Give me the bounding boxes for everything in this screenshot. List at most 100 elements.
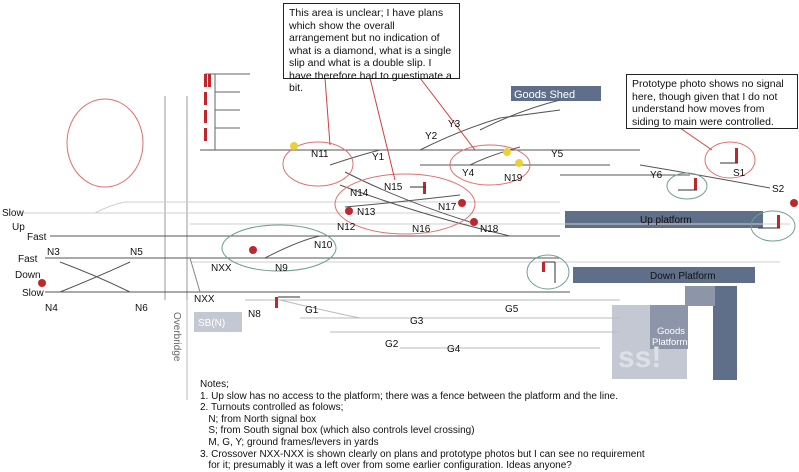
label-n3: N3 [47, 247, 60, 258]
label-n4: N4 [45, 303, 58, 314]
crossover-n3-n4 [59, 261, 131, 293]
goods-platforms-strip [685, 286, 715, 306]
label-g3: G3 [410, 316, 424, 327]
goods-shed [511, 86, 601, 101]
notes-heading: Notes; [200, 379, 229, 390]
label-overbridge: Overbridge [171, 312, 182, 362]
label-down-platform: Down Platform [650, 271, 716, 282]
ground-signal-s2 [790, 199, 798, 207]
notes-line-2: 2. Turnouts controlled as folows; [200, 402, 344, 414]
label-g2: G2 [385, 339, 399, 350]
circle-n11 [282, 141, 354, 187]
ground-signal-n18 [470, 218, 478, 226]
callout-pointers [324, 77, 713, 181]
goods-platforms-tall [713, 286, 737, 380]
yard-goods-shed [479, 99, 561, 131]
watermark: ss! [618, 341, 661, 374]
label-n18: N18 [480, 224, 499, 235]
signals [38, 74, 798, 308]
circle-n9-n10 [221, 224, 337, 272]
label-n19: N19 [504, 173, 523, 184]
down-platform [573, 267, 755, 283]
circle-s1 [704, 141, 756, 179]
label-n6: N6 [135, 303, 148, 314]
label-g4: G4 [447, 344, 461, 355]
label-y2: Y2 [425, 131, 438, 142]
yard-y2-y3 [419, 109, 561, 151]
notes-line-1: 1. Up slow has no access to the platform… [200, 390, 619, 402]
label-n15: N15 [384, 182, 403, 193]
label-slow-down: Slow [22, 288, 44, 299]
label-n12: N12 [337, 222, 356, 233]
label-fast-down: Fast [18, 254, 38, 265]
ground-signal-n17 [458, 199, 466, 207]
label-n13: N13 [357, 207, 376, 218]
label-goods-platforms-2: Platforms [652, 337, 692, 348]
yard-y4 [469, 146, 521, 166]
signal-up-platform-head [758, 215, 780, 229]
label-s2: S2 [772, 184, 785, 195]
ground-signal-n9 [249, 246, 257, 254]
label-nxx-upper: NXX [211, 263, 232, 274]
signal-n15-head [410, 182, 426, 194]
notes-line-4: S; from South signal box (which also con… [200, 425, 475, 437]
label-goods-shed: Goods Shed [514, 89, 575, 101]
circle-down-platform [526, 254, 570, 290]
line-s2 [639, 164, 771, 189]
label-n14: N14 [350, 188, 369, 199]
circle-n13-n17 [334, 173, 476, 235]
main-diagonal-1 [339, 184, 511, 237]
yard-n11 [329, 149, 381, 166]
label-y6: Y6 [650, 170, 663, 181]
signal-stack-left [204, 74, 211, 141]
label-fast-up: Fast [27, 232, 47, 243]
notes: Notes; 1. Up slow has no access to the p… [200, 379, 760, 472]
circle-headshunt [66, 98, 144, 188]
ground-signal-yellow-n11 [290, 142, 298, 150]
turnout-n9-n10 [264, 235, 321, 259]
label-up: Up [12, 222, 25, 233]
crossover-n5-n6 [59, 261, 131, 293]
label-n5: N5 [130, 247, 143, 258]
label-nxx-lower: NXX [194, 294, 215, 305]
label-g1: G1 [305, 305, 319, 316]
goods-platforms-block [650, 305, 688, 349]
callout-unclear-area: This area is unclear; I have plans which… [283, 3, 460, 94]
label-goods-platforms-1: Goods [657, 326, 685, 337]
structures [194, 86, 763, 380]
signal-y6-head [678, 178, 697, 191]
label-n9: N9 [275, 263, 288, 274]
goods-yard-lines [245, 299, 620, 349]
label-g5: G5 [505, 304, 519, 315]
main-diagonal-2 [344, 171, 471, 223]
overbridge [164, 96, 188, 400]
circle-up-platform [750, 210, 796, 242]
up-slow-approach [60, 201, 560, 214]
signal-g1-head [275, 296, 300, 308]
ground-signal-yellow-y4b [515, 159, 523, 167]
label-n8: N8 [248, 309, 261, 320]
label-sb-n: SB(N) [198, 318, 225, 329]
green-highlight-circles [221, 172, 796, 290]
notes-line-3: N; from North signal box [200, 413, 317, 425]
turnout-n12 [344, 194, 461, 208]
label-n11: N11 [311, 149, 329, 160]
label-n16: N16 [412, 224, 431, 235]
label-slow-up: Slow [2, 208, 24, 219]
main-lines [20, 164, 790, 293]
label-s1: S1 [733, 168, 746, 179]
crossover-nxx [189, 257, 201, 293]
signal-down-platform-head [542, 261, 556, 283]
label-y3: Y3 [448, 119, 461, 130]
label-down: Down [15, 270, 41, 281]
notes-line-5: M, G, Y; ground frames/levers in yards [200, 436, 379, 448]
signal-box-north [194, 312, 242, 332]
circle-y4-n19 [449, 144, 531, 186]
notes-line-6: 3. Crossover NXX-NXX is shown clearly on… [200, 448, 645, 460]
ground-signal-n13 [345, 207, 353, 215]
diagram-labels: Slow Up Fast Fast Down Slow N3 N4 N5 N6 … [2, 89, 785, 374]
circle-y6 [666, 172, 708, 200]
yard-lines [200, 99, 640, 166]
label-y5: Y5 [551, 149, 564, 160]
